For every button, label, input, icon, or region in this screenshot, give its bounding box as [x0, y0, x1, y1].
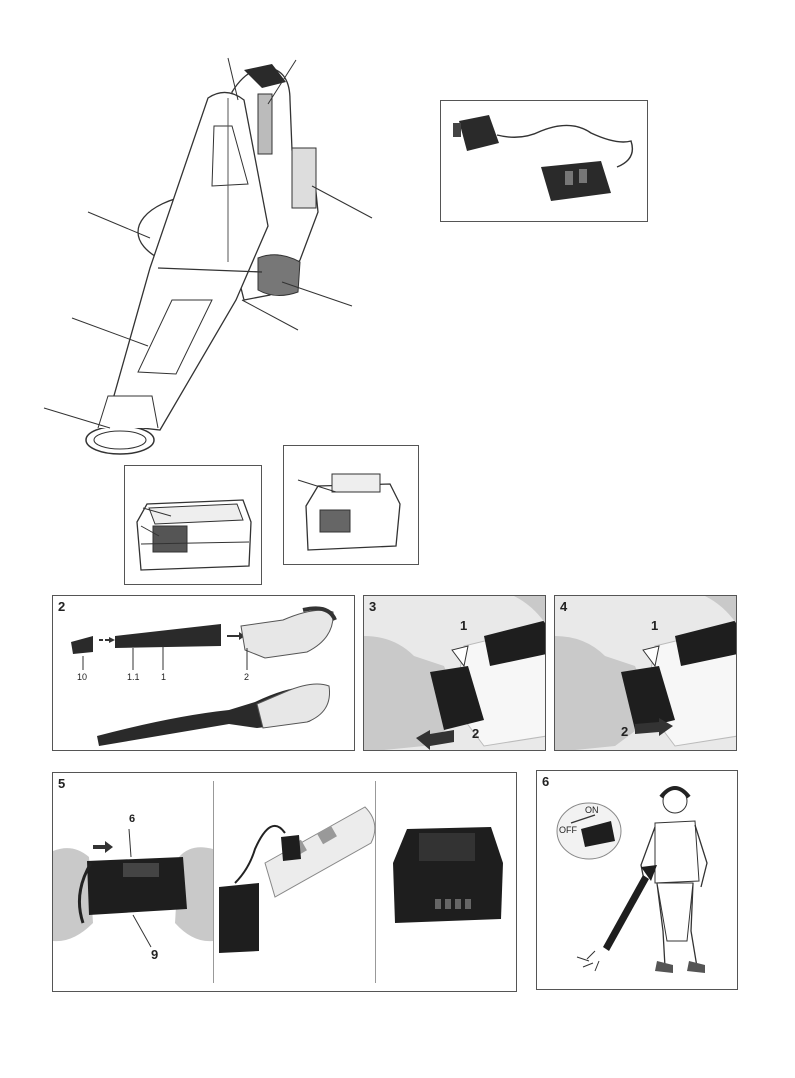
label-6: 6 [129, 813, 135, 825]
battery-icon [284, 446, 419, 565]
operator-with-blower-drawing [537, 771, 738, 990]
step-2-label: 2 [472, 726, 479, 741]
step-1-label: 1 [651, 618, 658, 633]
label-1-1: 1.1 [127, 672, 140, 682]
charger-in-hands-photo [53, 773, 213, 992]
blower-line-drawing [0, 0, 795, 470]
step-2-label: 2 [621, 724, 628, 739]
label-9: 9 [151, 947, 158, 962]
hand-battery-photo [364, 596, 546, 751]
label-2: 2 [244, 672, 249, 682]
battery-box-left [124, 465, 262, 585]
battery-icon [125, 466, 262, 585]
battery-photo [377, 773, 517, 992]
blower-tube-assembly [53, 596, 355, 751]
label-1: 1 [161, 672, 166, 682]
panel-divider [213, 781, 214, 983]
figure-4-remove-battery: 4 1 2 [554, 595, 737, 751]
figure-5-charging: 5 6 9 [52, 772, 517, 992]
figure-number: 4 [560, 599, 567, 614]
hand-battery-photo [555, 596, 737, 751]
battery-box-right [283, 445, 419, 565]
charger-adapter-icon [441, 101, 648, 222]
panel-divider [375, 781, 376, 983]
charger-illustration-box [440, 100, 648, 222]
figure-3-insert-battery: 3 1 2 [363, 595, 546, 751]
step-1-label: 1 [460, 618, 467, 633]
label-10: 10 [77, 672, 87, 682]
figure-number: 3 [369, 599, 376, 614]
figure-6-operation: 6 ON OFF [536, 770, 738, 990]
figure-2-assembly: 2 10 1.1 1 2 [52, 595, 355, 751]
charger-power-strip-photo [215, 773, 375, 992]
